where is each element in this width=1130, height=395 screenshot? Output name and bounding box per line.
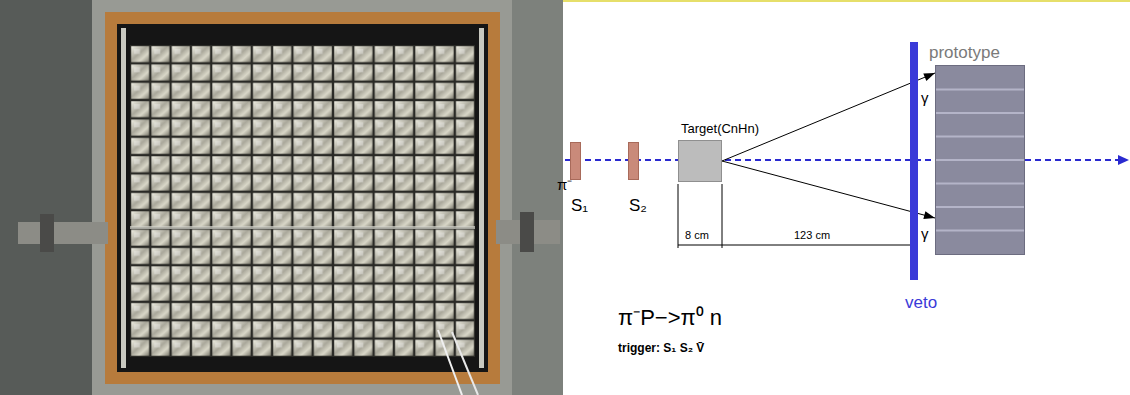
node-label: Target(CnHn)	[681, 122, 759, 136]
beam-line	[565, 159, 1118, 161]
dimension-tick	[678, 184, 679, 248]
gamma-arrow	[722, 161, 935, 219]
trigger-label: trigger: S₁ S₂ V̄	[618, 342, 704, 355]
node-label: S₁	[571, 197, 588, 216]
prototype-calorimeter: prototype	[935, 65, 1025, 255]
panel-border	[563, 0, 1130, 2]
node-label: prototype	[929, 44, 1000, 63]
veto-counter: veto	[910, 42, 918, 280]
dimension-label: 8 cm	[685, 229, 709, 241]
crystal-rows	[936, 66, 1024, 254]
node-label: veto	[905, 294, 937, 313]
calorimeter-photo	[0, 0, 563, 395]
beam-particle-label: π⁻	[557, 177, 572, 194]
target-box: Target(CnHn)	[678, 140, 722, 182]
dimension-label: 123 cm	[794, 229, 830, 241]
edge-label: γ	[921, 90, 929, 107]
gamma-arrow	[722, 73, 935, 161]
reaction-label: π⁻P−>π⁰ n	[618, 306, 722, 330]
dimension-tick	[722, 184, 723, 248]
scintillator-counter: S₁	[570, 142, 581, 180]
edge-label: γ	[921, 226, 929, 243]
dimension-line	[678, 245, 910, 246]
beam-arrowhead	[1118, 155, 1129, 165]
scintillator-counter: S₂	[628, 142, 639, 180]
node-label: S₂	[629, 197, 647, 216]
